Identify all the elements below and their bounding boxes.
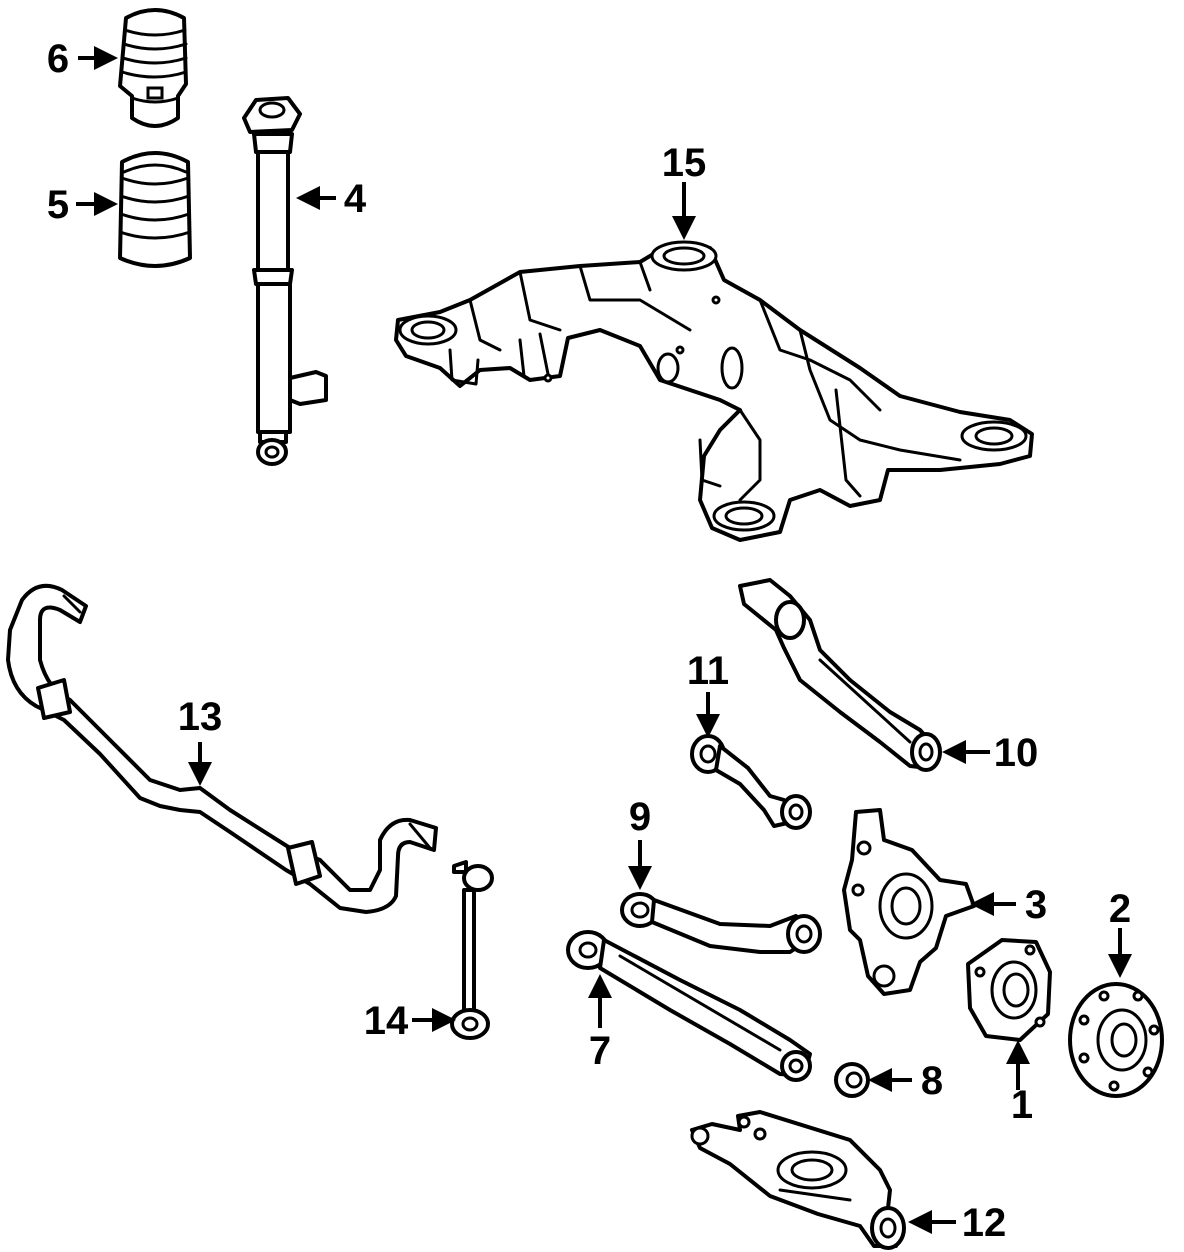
- callout-number-2: 2: [1109, 887, 1131, 931]
- callout-number-14: 14: [364, 999, 409, 1043]
- part-13-stabilizer-bar: [6, 583, 438, 914]
- callout-15: 15: [662, 141, 707, 240]
- callout-number-4: 4: [344, 177, 367, 221]
- callout-6: 6: [47, 37, 118, 81]
- part-10-control-arm: [738, 578, 942, 772]
- callout-number-7: 7: [589, 1029, 611, 1073]
- part-14-stabilizer-link: [450, 860, 494, 1040]
- part-9-upper-arm: [620, 892, 822, 954]
- callout-4: 4: [296, 177, 367, 221]
- callout-9: 9: [628, 795, 652, 890]
- callout-number-9: 9: [629, 795, 651, 839]
- callout-number-1: 1: [1011, 1083, 1033, 1127]
- callout-14: 14: [364, 999, 456, 1043]
- callout-3: 3: [970, 883, 1047, 927]
- part-5-bellows: [118, 151, 192, 268]
- part-1-wheel-bearing: [966, 938, 1052, 1042]
- callout-5: 5: [47, 183, 118, 227]
- callout-number-6: 6: [47, 37, 69, 81]
- callout-1: 1: [1006, 1040, 1033, 1127]
- part-8-bushing: [834, 1062, 870, 1098]
- callout-number-5: 5: [47, 183, 69, 227]
- callout-number-12: 12: [962, 1201, 1007, 1245]
- part-4-shock-absorber: [242, 96, 328, 466]
- callout-number-11: 11: [687, 649, 729, 693]
- callout-number-8: 8: [921, 1059, 943, 1103]
- callout-number-13: 13: [178, 695, 223, 739]
- callout-10: 10: [942, 731, 1039, 775]
- callout-7: 7: [588, 974, 612, 1073]
- part-11-camber-link: [690, 734, 812, 830]
- part-15-rear-subframe: [394, 240, 1034, 542]
- part-6-air-spring: [118, 8, 188, 128]
- callout-2: 2: [1108, 887, 1132, 978]
- callout-8: 8: [868, 1059, 943, 1103]
- callout-13: 13: [178, 695, 223, 786]
- part-12-spring-link: [690, 1110, 906, 1250]
- part-3-knuckle: [842, 808, 976, 996]
- part-7-lower-arm: [566, 930, 812, 1082]
- callout-number-15: 15: [662, 141, 707, 185]
- callout-number-3: 3: [1025, 883, 1047, 927]
- part-2-wheel-hub: [1068, 982, 1164, 1098]
- callout-number-10: 10: [994, 731, 1039, 775]
- callout-12: 12: [908, 1201, 1007, 1245]
- callout-11: 11: [687, 649, 729, 738]
